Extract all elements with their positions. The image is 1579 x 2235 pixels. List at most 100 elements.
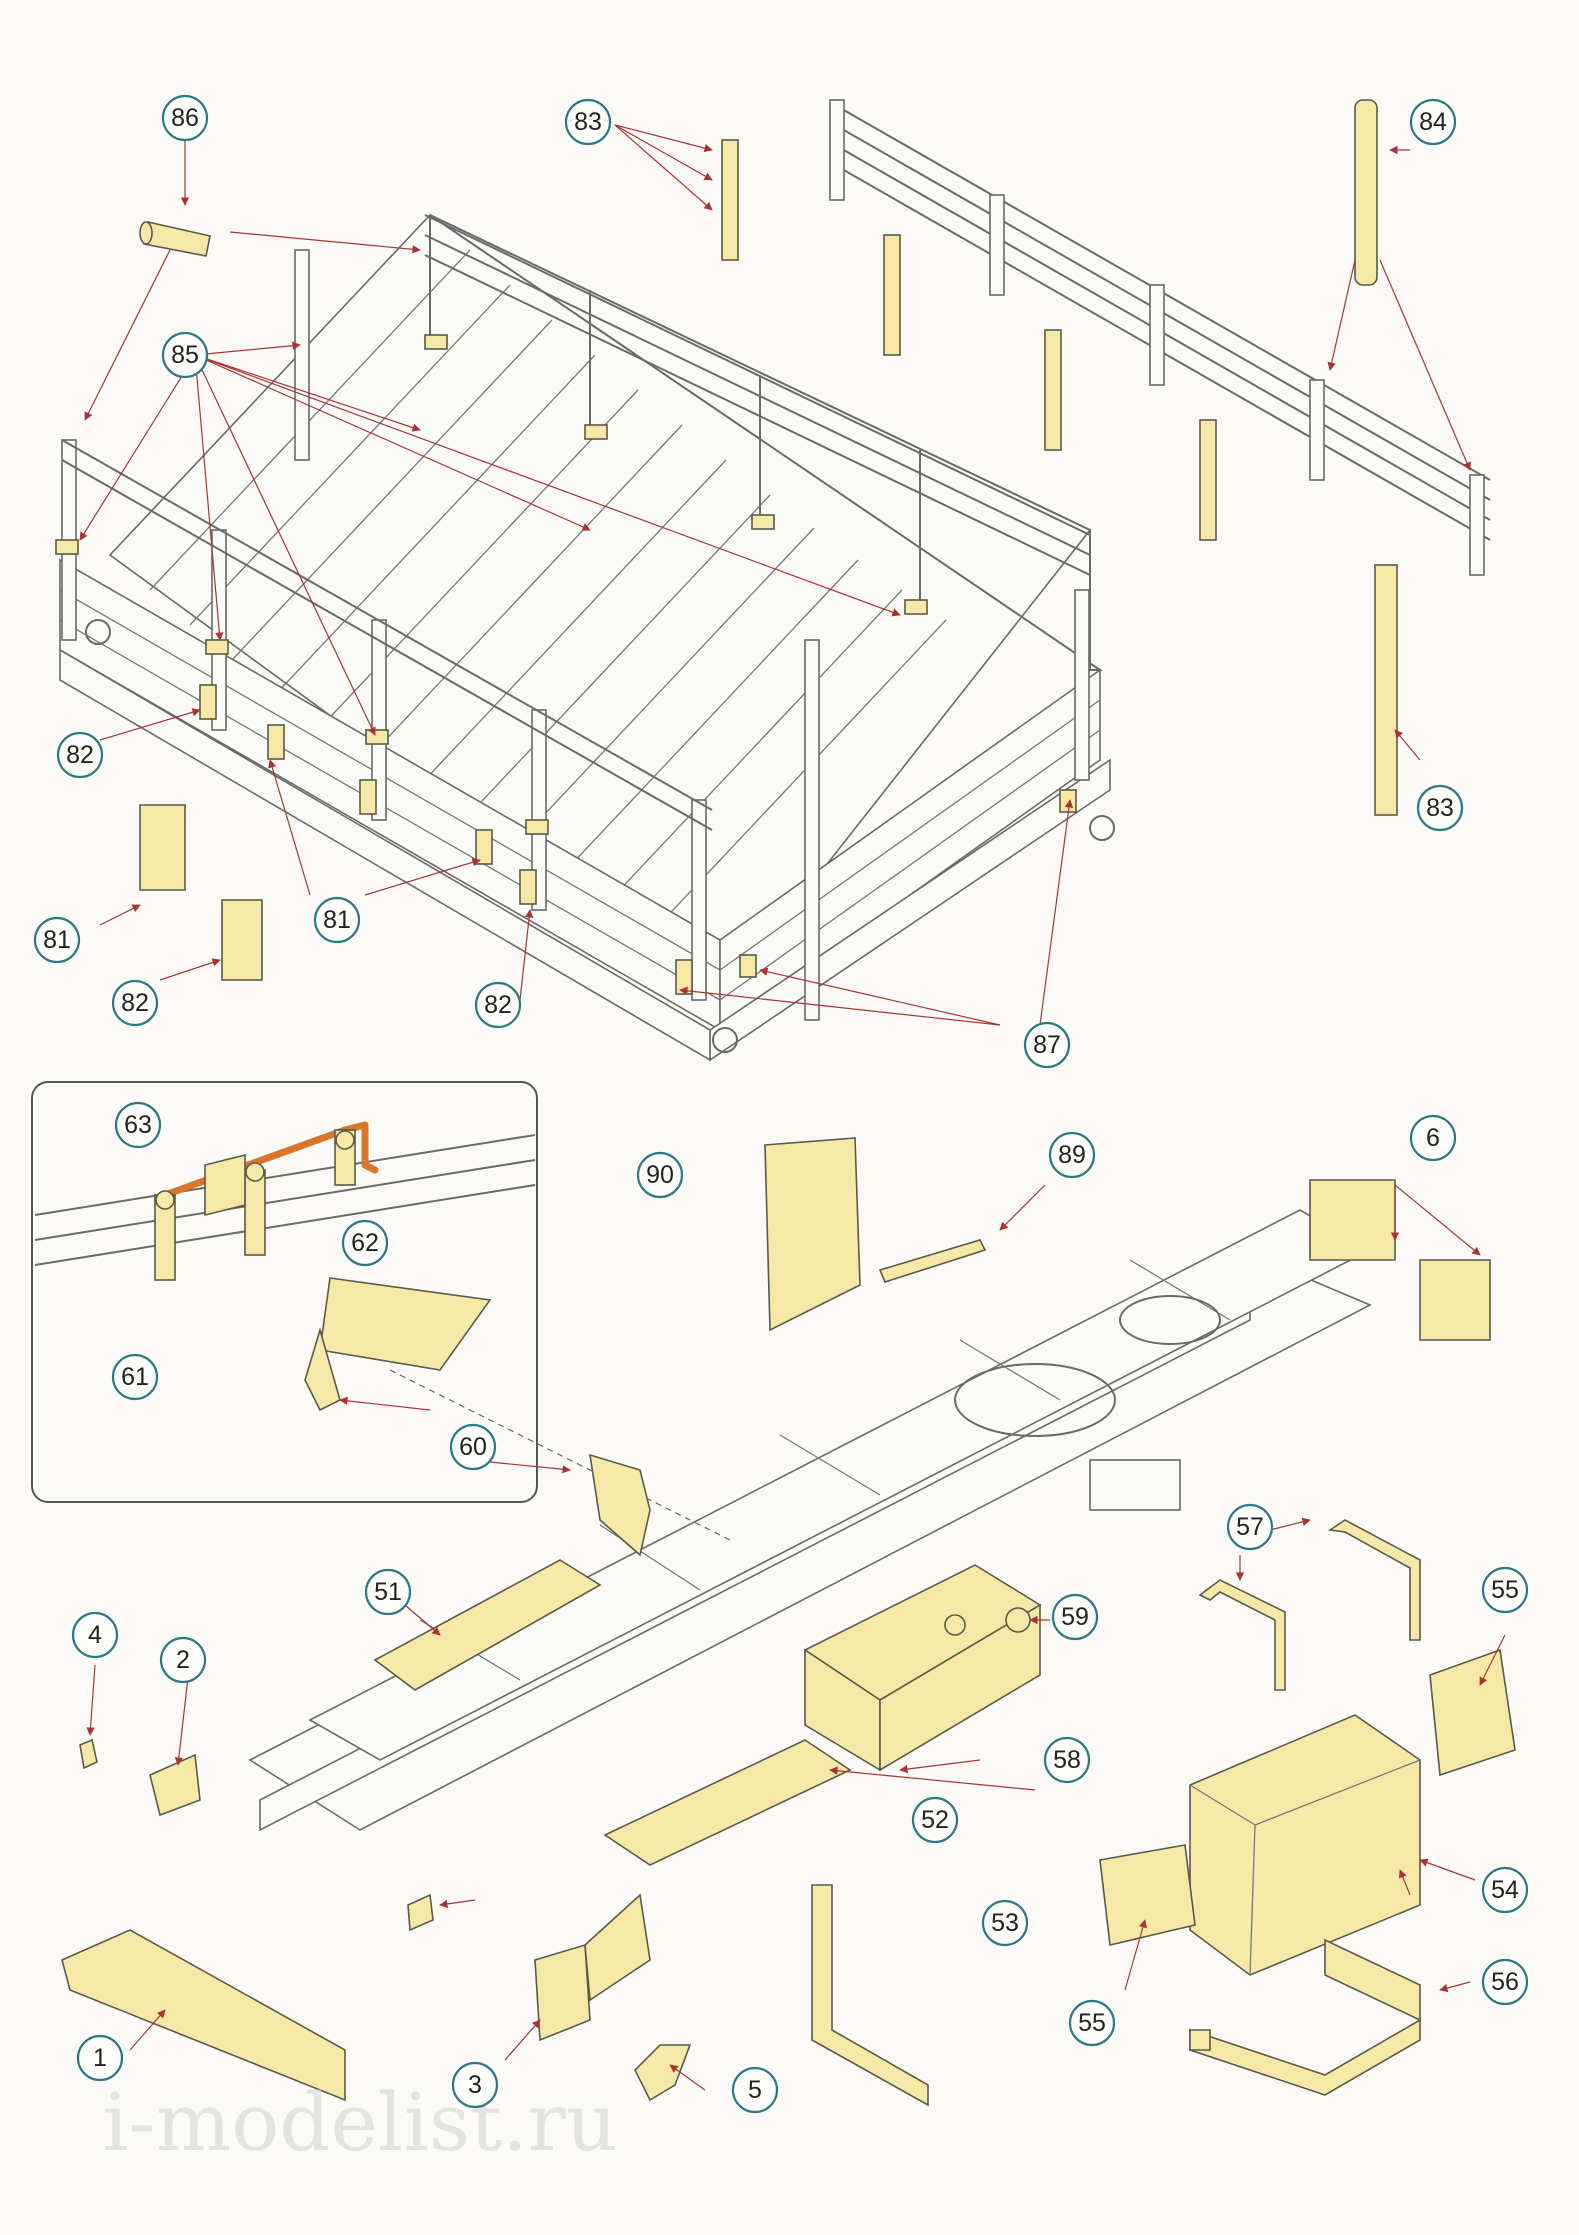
svg-text:83: 83 (1426, 794, 1454, 822)
callout-85: 85 (161, 331, 209, 379)
leader-lines-top (79, 124, 1471, 1026)
bracket-part-60-loose (589, 1453, 651, 1557)
callout-86: 86 (161, 94, 209, 142)
callout-6: 6 (1409, 1114, 1457, 1162)
bed-right-side (429, 214, 1104, 671)
svg-text:81: 81 (43, 926, 71, 954)
svg-text:58: 58 (1053, 1746, 1081, 1774)
svg-text:6: 6 (1426, 1124, 1440, 1152)
bracket-part-2 (149, 1753, 201, 1817)
callout-81: 81 (33, 916, 81, 964)
front-post (804, 639, 820, 1021)
step-bracket-part-53 (811, 1884, 929, 2107)
callout-4: 4 (71, 1611, 119, 1659)
bracket-part-5 (634, 2044, 692, 2102)
callout-62: 62 (341, 1219, 389, 1267)
watermark-text: i-modelist.ru (103, 2076, 618, 2169)
svg-text:4: 4 (88, 1621, 102, 1649)
svg-text:51: 51 (374, 1578, 402, 1606)
callout-60: 60 (449, 1423, 497, 1471)
callout-82: 82 (56, 731, 104, 779)
callout-52: 52 (911, 1796, 959, 1844)
bracket-rod-63 (161, 1121, 379, 1199)
cargo-bed-assembly (55, 214, 1115, 1062)
svg-text:52: 52 (921, 1806, 949, 1834)
step-part-52 (603, 1739, 852, 1866)
svg-text:90: 90 (646, 1161, 674, 1189)
svg-text:1: 1 (93, 2044, 107, 2072)
svg-text:84: 84 (1419, 108, 1447, 136)
bracket-plate-62 (204, 1153, 246, 1217)
svg-text:55: 55 (1078, 2009, 1106, 2037)
svg-text:55: 55 (1491, 1576, 1519, 1604)
step-bracket-60 (319, 1277, 492, 1371)
svg-text:57: 57 (1236, 1513, 1264, 1541)
callout-83: 83 (564, 98, 612, 146)
svg-text:54: 54 (1491, 1876, 1519, 1904)
mirror-bracket (407, 1893, 434, 1932)
cab-mount-parts-6 (1309, 1179, 1491, 1341)
callout-56: 56 (1481, 1958, 1529, 2006)
callout-61: 61 (111, 1353, 159, 1401)
strip-part-89 (878, 1239, 987, 1283)
side-rail-assembly (829, 99, 1491, 576)
svg-text:82: 82 (484, 991, 512, 1019)
callout-57: 57 (1226, 1503, 1274, 1551)
svg-text:83: 83 (574, 108, 602, 136)
svg-text:60: 60 (459, 1433, 487, 1461)
svg-text:5: 5 (748, 2076, 762, 2104)
hinge-strap-part-84 (1354, 99, 1378, 286)
svg-text:2: 2 (176, 1646, 190, 1674)
pocket-parts-81-82 (139, 804, 263, 981)
detail-inset (31, 1081, 731, 1541)
callout-5: 5 (731, 2066, 779, 2114)
callout-2: 2 (159, 1636, 207, 1684)
callout-55: 55 (1481, 1566, 1529, 1614)
svg-text:3: 3 (468, 2071, 482, 2099)
svg-text:62: 62 (351, 1229, 379, 1257)
mount-part-3 (534, 1893, 651, 2042)
svg-text:63: 63 (124, 1111, 152, 1139)
battery-cover-parts-55 (1099, 1648, 1516, 1946)
callout-54: 54 (1481, 1866, 1529, 1914)
towing-hook-part-4 (79, 1738, 98, 1770)
mudguard-part-90 (764, 1137, 861, 1332)
callout-87: 87 (1023, 1021, 1071, 1069)
svg-text:89: 89 (1058, 1141, 1086, 1169)
fuel-tank-part-58 (803, 1564, 1042, 1772)
svg-text:85: 85 (171, 341, 199, 369)
stake-strip-parts-83 (721, 139, 1398, 816)
callout-51: 51 (364, 1568, 412, 1616)
chassis-frame (248, 1209, 1372, 1832)
svg-text:82: 82 (66, 741, 94, 769)
battery-box-part-54 (1189, 1714, 1421, 1976)
svg-text:53: 53 (991, 1909, 1019, 1937)
callout-63: 63 (114, 1101, 162, 1149)
svg-text:56: 56 (1491, 1968, 1519, 1996)
bumper-part-1 (61, 1929, 346, 2102)
callout-90: 90 (636, 1151, 684, 1199)
svg-text:59: 59 (1061, 1603, 1089, 1631)
svg-text:82: 82 (121, 989, 149, 1017)
callout-89: 89 (1048, 1131, 1096, 1179)
callout-53: 53 (981, 1899, 1029, 1947)
callout-84: 84 (1409, 98, 1457, 146)
svg-text:87: 87 (1033, 1031, 1061, 1059)
callout-1: 1 (76, 2034, 124, 2082)
tailgate-post (294, 249, 310, 461)
tube-part-86 (139, 221, 211, 257)
tank-cap-part-59 (1005, 1607, 1031, 1633)
bed-floor-slats (149, 249, 947, 961)
svg-text:86: 86 (171, 104, 199, 132)
callout-83: 83 (1416, 784, 1464, 832)
bed-left-stakes (61, 439, 713, 1001)
callout-82: 82 (474, 981, 522, 1029)
step-part-51 (373, 1559, 602, 1691)
callout-82: 82 (111, 979, 159, 1027)
callout-59: 59 (1051, 1593, 1099, 1641)
callout-81: 81 (313, 896, 361, 944)
callout-55: 55 (1068, 1999, 1116, 2047)
callout-58: 58 (1043, 1736, 1091, 1784)
